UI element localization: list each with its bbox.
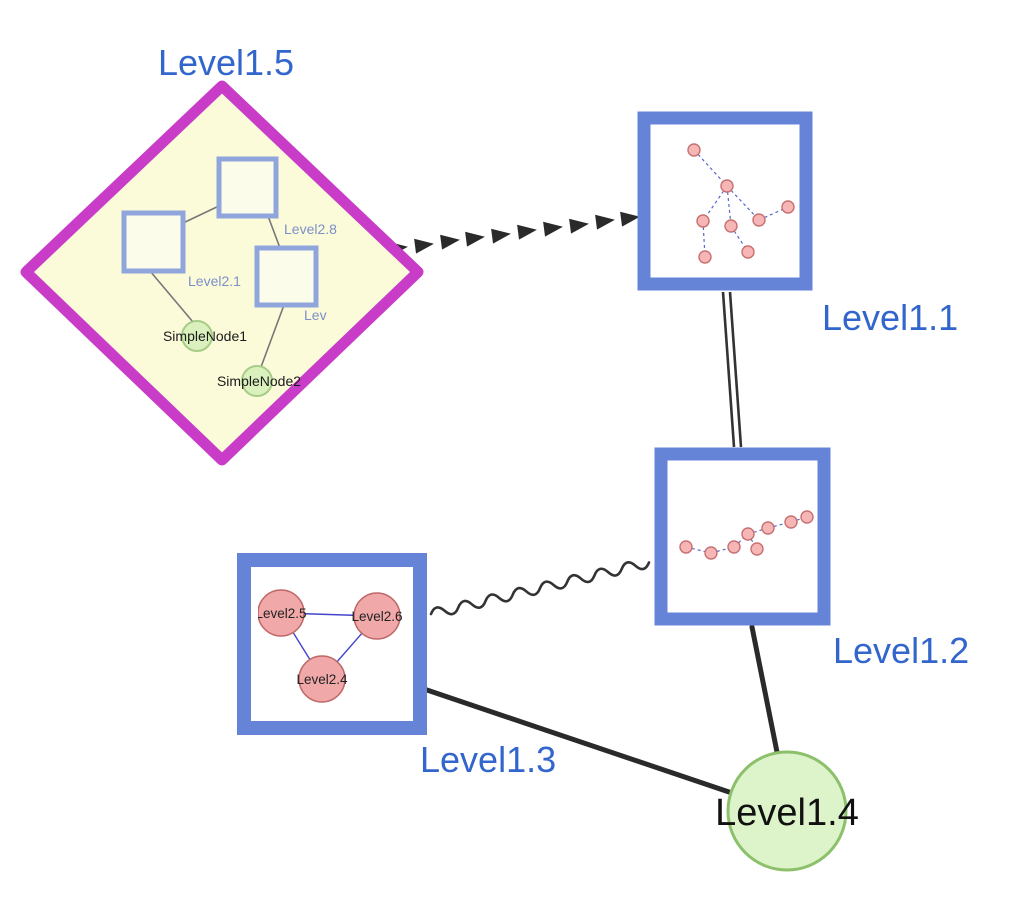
label-level2-8: Level2.8 bbox=[284, 221, 337, 237]
arrowhead-segment bbox=[465, 229, 486, 247]
mini-edge bbox=[685, 546, 712, 554]
edge-level1-2-to-level1-4[interactable] bbox=[749, 624, 780, 755]
arrowhead-segment bbox=[440, 232, 461, 250]
label-simplenode1: SimpleNode1 bbox=[163, 328, 247, 344]
mini-node bbox=[727, 540, 741, 554]
arrowhead-segment bbox=[414, 236, 435, 254]
inner-edge-level2-8-lev bbox=[267, 215, 281, 249]
node-level2-x[interactable] bbox=[254, 245, 319, 308]
node-level2-1[interactable] bbox=[121, 210, 186, 274]
node-level1-4[interactable] bbox=[726, 750, 848, 872]
node-level2-5[interactable] bbox=[258, 589, 305, 637]
edge-level1-3-to-level1-4[interactable] bbox=[421, 686, 732, 795]
mini-node bbox=[704, 546, 718, 560]
inner-edge-level2-1-simplenode1 bbox=[149, 270, 194, 323]
node-level2-8[interactable] bbox=[216, 156, 279, 219]
node-level2-6[interactable] bbox=[353, 592, 401, 640]
mini-node bbox=[687, 143, 701, 157]
mini-node bbox=[741, 527, 755, 541]
mini-node bbox=[720, 179, 734, 193]
mini-node bbox=[724, 219, 738, 233]
label-level2-5: Level2.5 bbox=[255, 606, 306, 621]
arrowhead-segment bbox=[569, 216, 590, 234]
arrowhead-segment bbox=[491, 226, 512, 244]
node-simplenode1[interactable] bbox=[181, 320, 213, 352]
mini-node bbox=[781, 200, 795, 214]
label-level2-x: Lev bbox=[304, 307, 327, 323]
mini-edge bbox=[693, 149, 728, 187]
edge-level1-3-to-level1-2[interactable] bbox=[429, 558, 651, 619]
node-level1-3[interactable]: Level2.5 Level2.6 Level2.4 bbox=[237, 553, 427, 735]
node-level1-2[interactable] bbox=[654, 447, 831, 626]
level1-5-diamond-shape[interactable] bbox=[20, 80, 424, 466]
label-level2-4: Level2.4 bbox=[296, 672, 348, 687]
mini-node bbox=[784, 515, 798, 529]
label-simplenode2: SimpleNode2 bbox=[217, 373, 301, 389]
level1-3-inner-graph: Level2.5 Level2.6 Level2.4 bbox=[255, 589, 402, 703]
label-level2-6: Level2.6 bbox=[351, 609, 402, 624]
mini-node bbox=[761, 521, 775, 535]
label-level1-5: Level1.5 bbox=[158, 42, 294, 83]
mini-edge bbox=[726, 185, 760, 221]
edge-level1-5-to-level1-1[interactable] bbox=[388, 209, 641, 257]
node-level1-1[interactable] bbox=[637, 111, 813, 291]
node-simplenode2[interactable] bbox=[241, 365, 273, 397]
arrowhead-segment bbox=[517, 222, 538, 240]
mini-node bbox=[679, 540, 693, 554]
edge-level1-1-to-level1-2[interactable] bbox=[721, 291, 743, 448]
inner-edge-lev-simplenode2 bbox=[260, 304, 285, 368]
arrowhead-segment bbox=[595, 212, 616, 230]
mini-node bbox=[741, 245, 755, 259]
level1-2-inner-graph bbox=[679, 510, 814, 560]
level1-1-box[interactable] bbox=[637, 111, 813, 291]
mini-node bbox=[800, 510, 814, 524]
label-level1-2: Level1.2 bbox=[833, 630, 969, 671]
label-level1-3: Level1.3 bbox=[420, 739, 556, 780]
arrowhead-segment bbox=[543, 219, 564, 237]
inner-edge-level2-8-level2-1 bbox=[180, 204, 222, 225]
node-level2-4[interactable] bbox=[298, 655, 346, 703]
mini-edge bbox=[702, 185, 728, 222]
label-level1-4: Level1.4 bbox=[715, 792, 859, 834]
label-level1-1: Level1.1 bbox=[822, 297, 958, 338]
mini-node bbox=[698, 250, 712, 264]
mini-node bbox=[750, 542, 764, 556]
mini-node bbox=[696, 214, 710, 228]
double-line-left bbox=[721, 291, 736, 448]
node-level1-5[interactable]: Level2.8 Level2.1 Lev SimpleNode1 Simple… bbox=[20, 80, 424, 466]
level1-1-inner-graph bbox=[687, 143, 795, 264]
mini-node bbox=[752, 213, 766, 227]
double-line-right bbox=[728, 291, 743, 448]
label-level2-1: Level2.1 bbox=[188, 273, 241, 289]
wavy-line bbox=[429, 561, 651, 616]
level1-3-box[interactable] bbox=[237, 553, 427, 735]
